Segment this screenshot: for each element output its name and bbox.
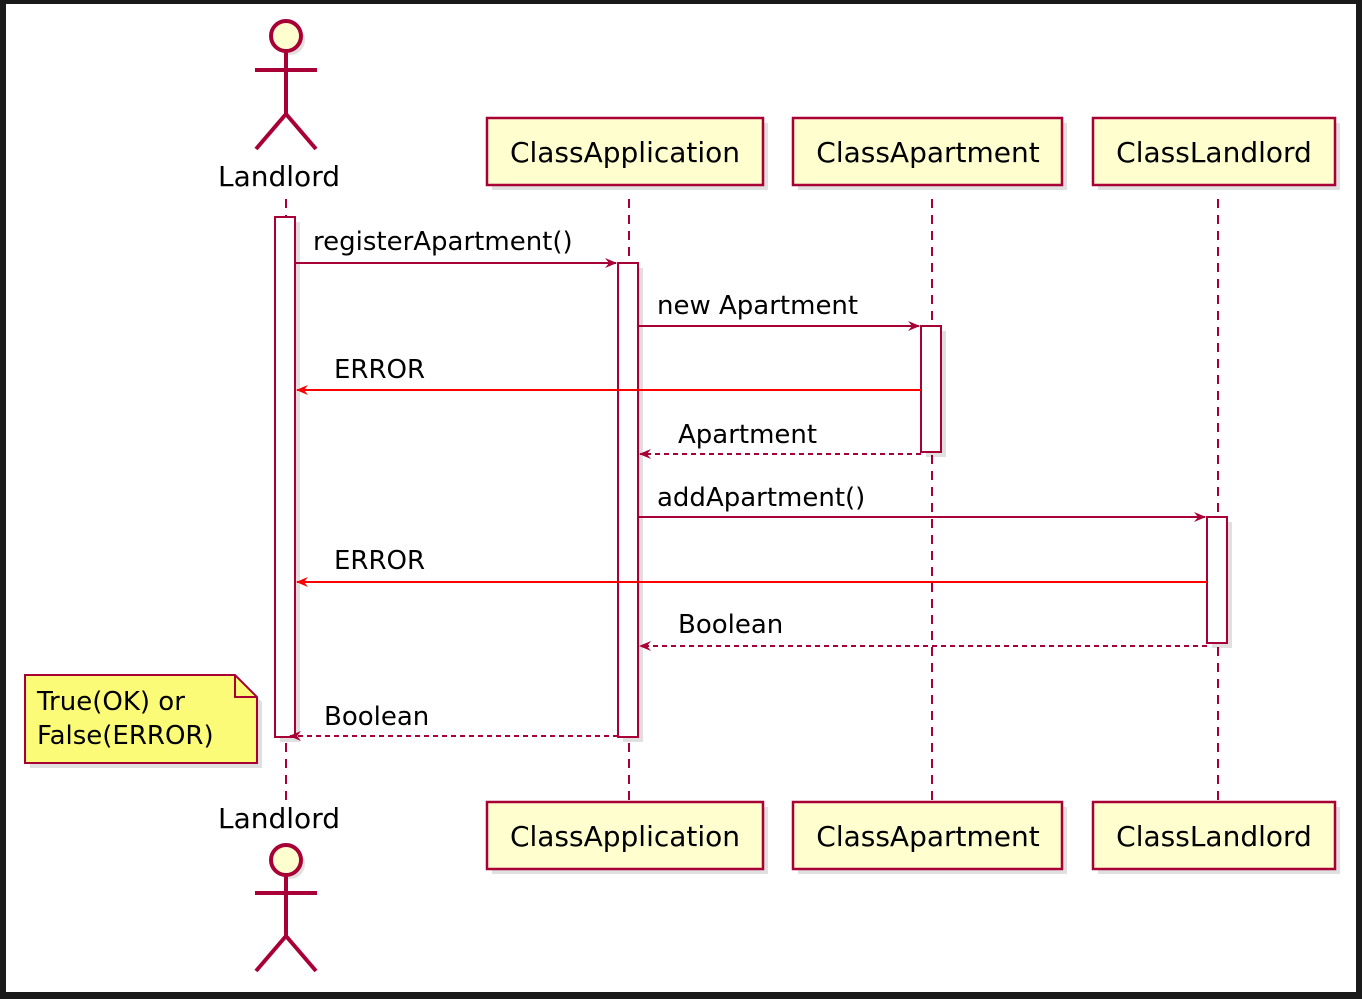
message-label: Boolean — [678, 610, 783, 640]
participant-label: ClassLandlord — [1116, 136, 1312, 169]
participant-label: ClassApartment — [816, 820, 1039, 853]
activation-landlord — [274, 216, 296, 738]
message-return-boolean-landlord: Boolean — [639, 610, 1207, 651]
actor-head — [269, 843, 303, 877]
note-line-1: True(OK) or — [36, 687, 185, 717]
activation-class-apartment — [920, 325, 942, 453]
participant-label: ClassApartment — [816, 136, 1039, 169]
note-result: True(OK) or False(ERROR) — [24, 674, 262, 768]
activation-class-application — [617, 262, 639, 738]
participant-label: ClassLandlord — [1116, 820, 1312, 853]
message-label: Apartment — [678, 420, 817, 450]
message-error-apartment: ERROR — [296, 355, 921, 395]
message-label: Boolean — [324, 702, 429, 732]
participant-class-application-bottom: ClassApplication — [485, 800, 768, 874]
participant-label: ClassApplication — [510, 820, 740, 853]
participant-class-apartment-bottom: ClassApartment — [791, 800, 1067, 874]
message-label: ERROR — [334, 355, 425, 385]
participant-label: ClassApplication — [510, 136, 740, 169]
participant-class-landlord-top: ClassLandlord — [1091, 116, 1340, 190]
actor-landlord-bottom: Landlord — [218, 802, 340, 973]
participant-class-apartment-top: ClassApartment — [791, 116, 1067, 190]
participant-class-landlord-bottom: ClassLandlord — [1091, 800, 1340, 874]
actor-landlord-top: Landlord — [218, 19, 340, 193]
message-new-apartment: new Apartment — [638, 291, 920, 331]
diagram-canvas: Landlord ClassApplication ClassApartment… — [6, 4, 1356, 992]
message-label: ERROR — [334, 546, 425, 576]
message-register-apartment: registerApartment() — [295, 227, 617, 268]
actor-label-bottom: Landlord — [218, 802, 340, 835]
message-label: new Apartment — [657, 291, 858, 321]
activation-class-landlord — [1206, 516, 1228, 644]
actor-label-top: Landlord — [218, 160, 340, 193]
message-return-apartment: Apartment — [639, 420, 921, 459]
message-label: addApartment() — [657, 483, 865, 513]
actor-head — [269, 19, 303, 53]
note-line-2: False(ERROR) — [37, 721, 214, 751]
message-error-landlord: ERROR — [296, 546, 1207, 587]
message-return-boolean-application: Boolean — [289, 702, 618, 741]
message-add-apartment: addApartment() — [638, 483, 1206, 522]
participant-class-application-top: ClassApplication — [485, 116, 768, 190]
message-label: registerApartment() — [313, 227, 573, 257]
activation-bars — [274, 216, 1232, 742]
